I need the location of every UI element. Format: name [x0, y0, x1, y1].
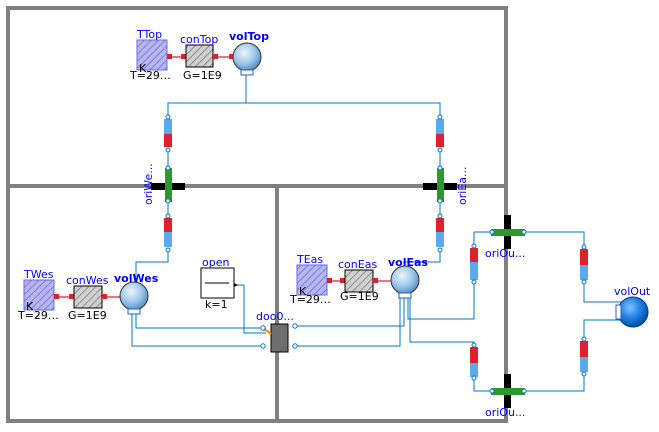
label-contop: conTop — [180, 33, 218, 46]
label-twes: TWes — [23, 268, 54, 281]
param-conwes: G=1E9 — [68, 309, 107, 322]
port-column-out-right-lower — [580, 336, 588, 377]
param-twes: T=29… — [17, 309, 59, 322]
orifice-east[interactable]: oriEa... — [423, 165, 469, 206]
label-orieas: oriEa... — [456, 167, 469, 206]
label-oriout-bottom: oriOu... — [485, 406, 525, 419]
orifice-out-top[interactable]: oriOu... — [485, 215, 527, 260]
port-column-out-left-lower — [470, 342, 478, 381]
port-column-west-lower — [164, 213, 172, 253]
volume-west[interactable]: volWes — [114, 272, 159, 315]
unit-teas: K — [299, 285, 307, 298]
param-contop: G=1E9 — [183, 69, 222, 82]
label-door: doo0... — [256, 310, 294, 323]
open-signal-source[interactable]: open k=1 — [200, 256, 238, 311]
param-open: k=1 — [205, 298, 228, 311]
thermal-conductor-east[interactable]: conEas G=1E9 — [327, 258, 392, 303]
label-teas: TEas — [296, 253, 323, 266]
volume-east[interactable]: volEas — [388, 256, 428, 299]
building-walls — [6, 6, 508, 423]
unit-twes: K — [26, 300, 34, 313]
thermal-conductor-top[interactable]: conTop G=1E9 — [167, 33, 234, 82]
label-oriout-top: oriOu... — [485, 247, 525, 260]
connection-wires — [131, 73, 623, 392]
port-column-east-upper — [436, 114, 444, 153]
port-column-out-right-upper — [580, 244, 588, 285]
temperature-source-east[interactable]: TEas K T=29… — [289, 253, 331, 306]
temperature-source-top[interactable]: TTop K T=29… — [129, 28, 171, 82]
label-oriwes: oriWe... — [142, 163, 155, 205]
label-open: open — [202, 256, 229, 269]
param-ttop: T=29… — [129, 69, 171, 82]
port-column-out-left-upper — [470, 243, 478, 285]
unit-ttop: K — [139, 62, 147, 75]
param-teas: T=29… — [289, 293, 331, 306]
port-column-west-upper — [164, 114, 172, 153]
port-column-east-lower — [436, 213, 444, 253]
thermal-conductor-west[interactable]: conWes G=1E9 — [54, 274, 120, 322]
param-coneas: G=1E9 — [340, 290, 379, 303]
label-volout: volOut — [614, 285, 651, 298]
label-coneas: conEas — [338, 258, 377, 271]
label-conwes: conWes — [66, 274, 109, 287]
volume-top[interactable]: volTop — [229, 30, 269, 76]
label-voleas: volEas — [388, 256, 428, 269]
label-ttop: TTop — [136, 28, 162, 41]
volume-outside[interactable]: volOut — [614, 285, 651, 328]
temperature-source-west[interactable]: TWes K T=29… — [17, 268, 59, 322]
door-opening[interactable]: doo0... — [256, 310, 298, 353]
orifice-out-bottom[interactable]: oriOu... — [485, 374, 527, 419]
label-voltop: volTop — [229, 30, 269, 43]
label-volwes: volWes — [114, 272, 159, 285]
orifice-west[interactable]: oriWe... — [142, 163, 185, 205]
